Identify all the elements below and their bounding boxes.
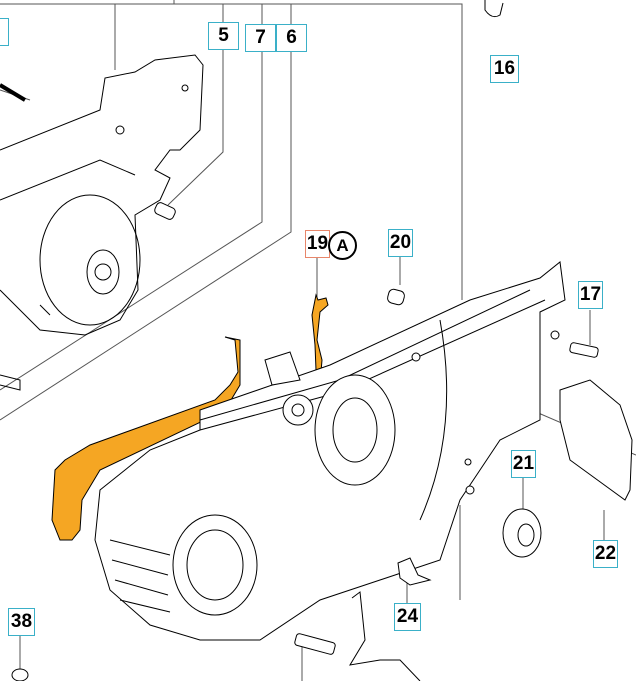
part-38 (11, 668, 29, 681)
part-22-cover (559, 379, 633, 501)
part-24-screw (397, 557, 432, 586)
callout-16[interactable]: 16 (490, 55, 519, 83)
callout-19[interactable]: 19 (305, 230, 330, 258)
gasket-19 (311, 293, 329, 373)
crankcase-main (94, 261, 566, 641)
crankcase-half-left (0, 54, 204, 391)
callout-20[interactable]: 20 (388, 229, 413, 257)
callout-24[interactable]: 24 (394, 603, 421, 631)
callout-6[interactable]: 6 (276, 24, 307, 52)
marker-a: A (328, 231, 357, 260)
callout-17[interactable]: 17 (578, 281, 603, 309)
part-21-seal (502, 508, 542, 558)
part-20-sleeve (387, 288, 405, 306)
bolt-part (294, 633, 336, 655)
callout-21[interactable]: 21 (511, 450, 536, 478)
callout-5[interactable]: 5 (208, 22, 239, 50)
lever-part (349, 591, 421, 681)
part-17-screw (569, 342, 599, 358)
callout-7[interactable]: 7 (245, 24, 276, 52)
callout-0[interactable]: 0 (0, 18, 9, 46)
callout-22[interactable]: 22 (593, 540, 618, 568)
part-16-nut (484, 0, 504, 18)
callout-38[interactable]: 38 (8, 608, 35, 636)
